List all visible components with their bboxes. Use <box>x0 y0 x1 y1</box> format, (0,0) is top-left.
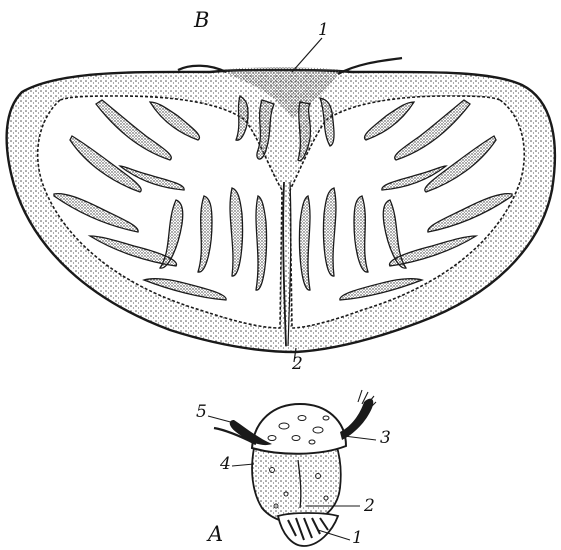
leader-a5 <box>208 416 238 424</box>
label-a-3: 3 <box>380 430 391 447</box>
panel-letter-b: B <box>194 10 209 31</box>
label-b-1: 1 <box>318 22 329 39</box>
leader-b1 <box>292 38 322 72</box>
right-appendage <box>340 399 373 440</box>
leader-a3 <box>344 436 376 440</box>
label-b-2: 2 <box>292 356 303 373</box>
panel-letter-a: A <box>208 524 223 545</box>
organ-body <box>252 444 341 523</box>
label-a-1: 1 <box>352 530 363 547</box>
organ-cap <box>252 404 346 454</box>
label-a-4: 4 <box>220 456 231 473</box>
label-a-2: 2 <box>364 498 375 515</box>
organ-a <box>208 390 376 546</box>
cross-section-b <box>7 38 555 362</box>
label-a-5: 5 <box>196 404 207 421</box>
leader-a4 <box>232 464 254 466</box>
